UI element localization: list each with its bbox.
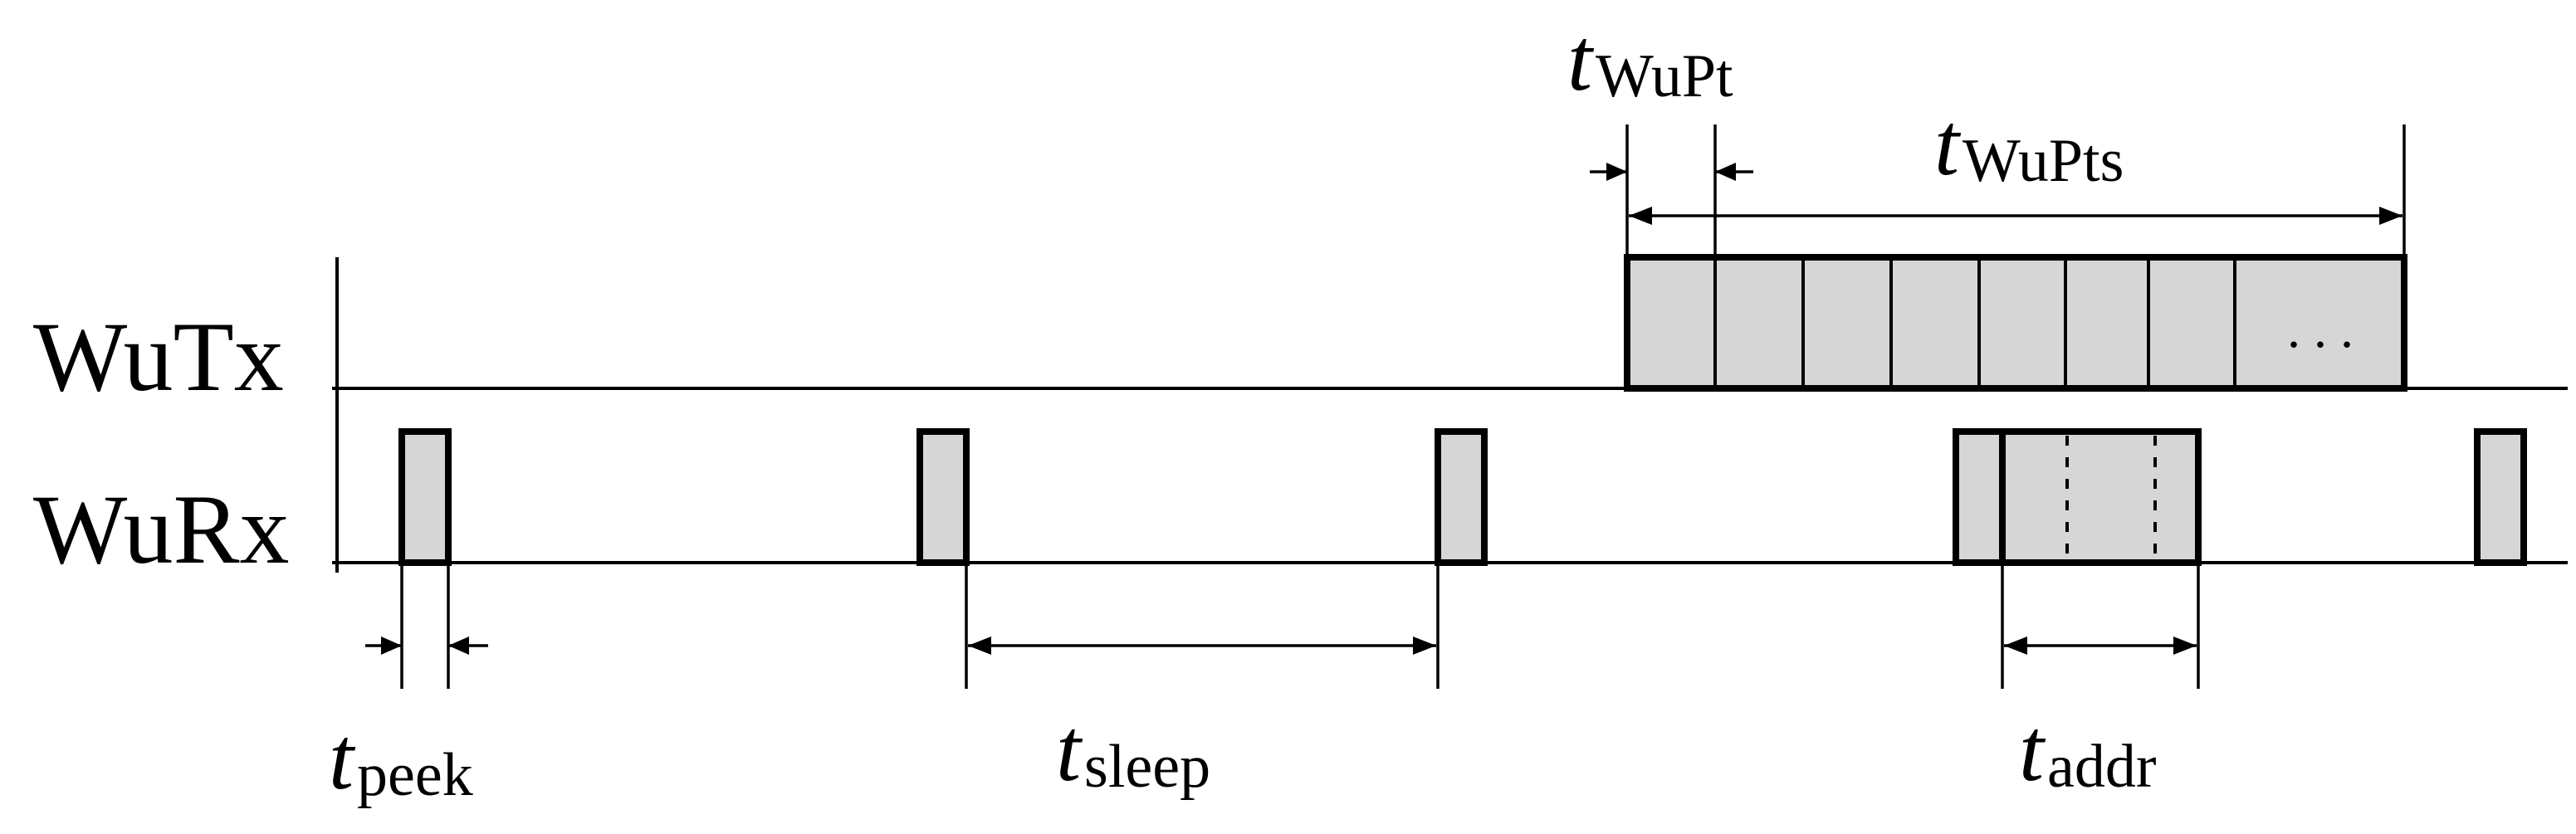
t-addr-dimension: taddr [2001, 563, 2200, 801]
t-wupt-label: tWuPt [1567, 11, 1733, 110]
wurx-peek-window [917, 428, 970, 566]
wurx-peek-window [398, 428, 452, 566]
wurx-peek-window [1435, 428, 1488, 566]
wurx-peek-window [2474, 428, 2527, 566]
wutx-label: WuTx [33, 301, 284, 412]
wutx-packet-train: . . . [1624, 254, 2407, 392]
t-sleep-label: tsleep [1056, 701, 1210, 801]
t-peek-label: tpeek [329, 710, 473, 809]
t-addr-label: taddr [2019, 701, 2157, 801]
t-sleep-dimension: tsleep [965, 563, 1440, 801]
wurx-address-window [1999, 428, 2202, 566]
t-wupts-label: tWuPts [1934, 95, 2124, 195]
t-peek-dimension: tpeek [329, 563, 488, 809]
t-wupts-dimension: tWuPts [1629, 95, 2406, 257]
wutx-packet-frame [1624, 254, 2407, 392]
wurx-label: WuRx [33, 474, 290, 584]
wurx-peek-window [1953, 428, 2006, 566]
wutx-ellipsis: . . . [2287, 300, 2354, 358]
t-wupt-dimension: tWuPt [1567, 11, 1753, 257]
